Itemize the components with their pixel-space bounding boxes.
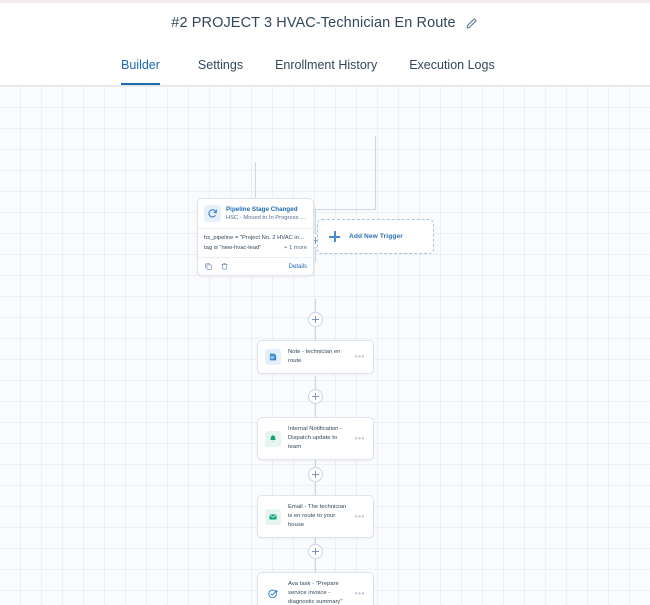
tab-enrollment-history[interactable]: Enrollment History (259, 44, 393, 85)
action-node-note[interactable]: Note - technician en route ••• (257, 340, 374, 375)
plus-icon (329, 231, 340, 242)
connector-line-trigger-right (375, 136, 376, 210)
task-check-icon (265, 586, 281, 602)
tab-settings[interactable]: Settings (182, 44, 259, 85)
trigger-title: Pipeline Stage Changed (226, 206, 298, 213)
trigger-card[interactable]: Pipeline Stage Changed HSC - Moved to In… (197, 198, 314, 277)
trigger-criterion-1: hs_pipeline = "Project No. 2 HVAC instal… (204, 234, 307, 244)
connector-line-3a (315, 376, 316, 398)
connector-line-trigger-left (255, 162, 256, 210)
connector-line-3b (315, 404, 316, 417)
connector-line-2b (315, 327, 316, 340)
action-node-internal-notification-menu[interactable]: ••• (354, 433, 365, 443)
connector-line-1 (315, 248, 316, 262)
action-node-internal-notification[interactable]: Internal Notification - Dispatch update … (257, 417, 374, 461)
pencil-icon[interactable] (465, 16, 479, 30)
trigger-criterion-1-text: hs_pipeline = "Project No. 2 HVAC instal… (204, 235, 307, 242)
trigger-details-link[interactable]: Details (288, 263, 307, 270)
workflow-canvas[interactable]: Pipeline Stage Changed HSC - Moved to In… (0, 86, 650, 605)
connector-line-4a (315, 454, 316, 476)
add-action-button-2[interactable] (308, 312, 323, 327)
refresh-icon (204, 205, 221, 222)
connector-line-5a (315, 531, 316, 553)
copy-icon[interactable] (204, 262, 213, 271)
tab-builder-label: Builder (121, 57, 160, 72)
email-icon (265, 508, 281, 525)
trigger-criterion-2: tag is "new-hvac-lead" + 1 more (204, 244, 307, 254)
tab-execution-logs[interactable]: Execution Logs (393, 44, 510, 85)
tab-settings-label: Settings (197, 57, 244, 72)
tab-builder[interactable]: Builder (121, 44, 182, 85)
trigger-header: Pipeline Stage Changed HSC - Moved to In… (198, 199, 313, 228)
trash-icon[interactable] (220, 262, 229, 271)
connector-line-5b (315, 559, 316, 572)
trigger-criterion-2-text: tag is "new-hvac-lead" (204, 244, 262, 251)
tab-execution-logs-label: Execution Logs (409, 57, 495, 72)
action-node-ava-task-menu[interactable]: ••• (354, 588, 365, 598)
trigger-criteria-list: hs_pipeline = "Project No. 2 HVAC instal… (198, 228, 313, 257)
page-header: #2 PROJECT 3 HVAC-Technician En Route (0, 3, 650, 44)
top-accent-bar (0, 0, 650, 3)
add-new-trigger-button[interactable]: Add New Trigger (317, 219, 434, 254)
connector-line-2a (315, 299, 316, 321)
tab-enrollment-history-label: Enrollment History (275, 57, 378, 72)
action-node-email[interactable]: Email - The technician is en route to yo… (257, 495, 374, 539)
action-node-internal-notification-label: Internal Notification - Dispatch update … (288, 426, 343, 451)
page-title: #2 PROJECT 3 HVAC-Technician En Route (171, 15, 456, 31)
trigger-subtitle: HSC - Moved to In Progress stage (226, 215, 307, 222)
action-node-ava-task-label: Ava task - "Prepare service invoice - di… (288, 581, 343, 605)
trigger-footer-icons (204, 262, 229, 271)
connector-line-merge-down (315, 209, 316, 241)
action-node-note-label: Note - technician en route (288, 349, 341, 365)
action-node-ava-task[interactable]: Ava task - "Prepare service invoice - di… (257, 572, 374, 605)
tab-bar: Builder Settings Enrollment History Exec… (0, 44, 650, 86)
trigger-footer: Details (198, 257, 313, 275)
action-node-email-menu[interactable]: ••• (354, 511, 365, 521)
add-action-button-3[interactable] (308, 389, 323, 404)
trigger-text-block: Pipeline Stage Changed HSC - Moved to In… (226, 205, 307, 223)
add-new-trigger-label: Add New Trigger (349, 233, 403, 240)
trigger-criteria-more-count[interactable]: + 1 more (283, 244, 307, 251)
note-icon (265, 349, 281, 366)
bell-icon (265, 430, 281, 447)
action-node-note-menu[interactable]: ••• (354, 352, 365, 362)
add-action-button-4[interactable] (308, 467, 323, 482)
action-node-email-label: Email - The technician is en route to yo… (288, 504, 347, 529)
connector-line-4b (315, 482, 316, 495)
add-action-button-5[interactable] (308, 544, 323, 559)
